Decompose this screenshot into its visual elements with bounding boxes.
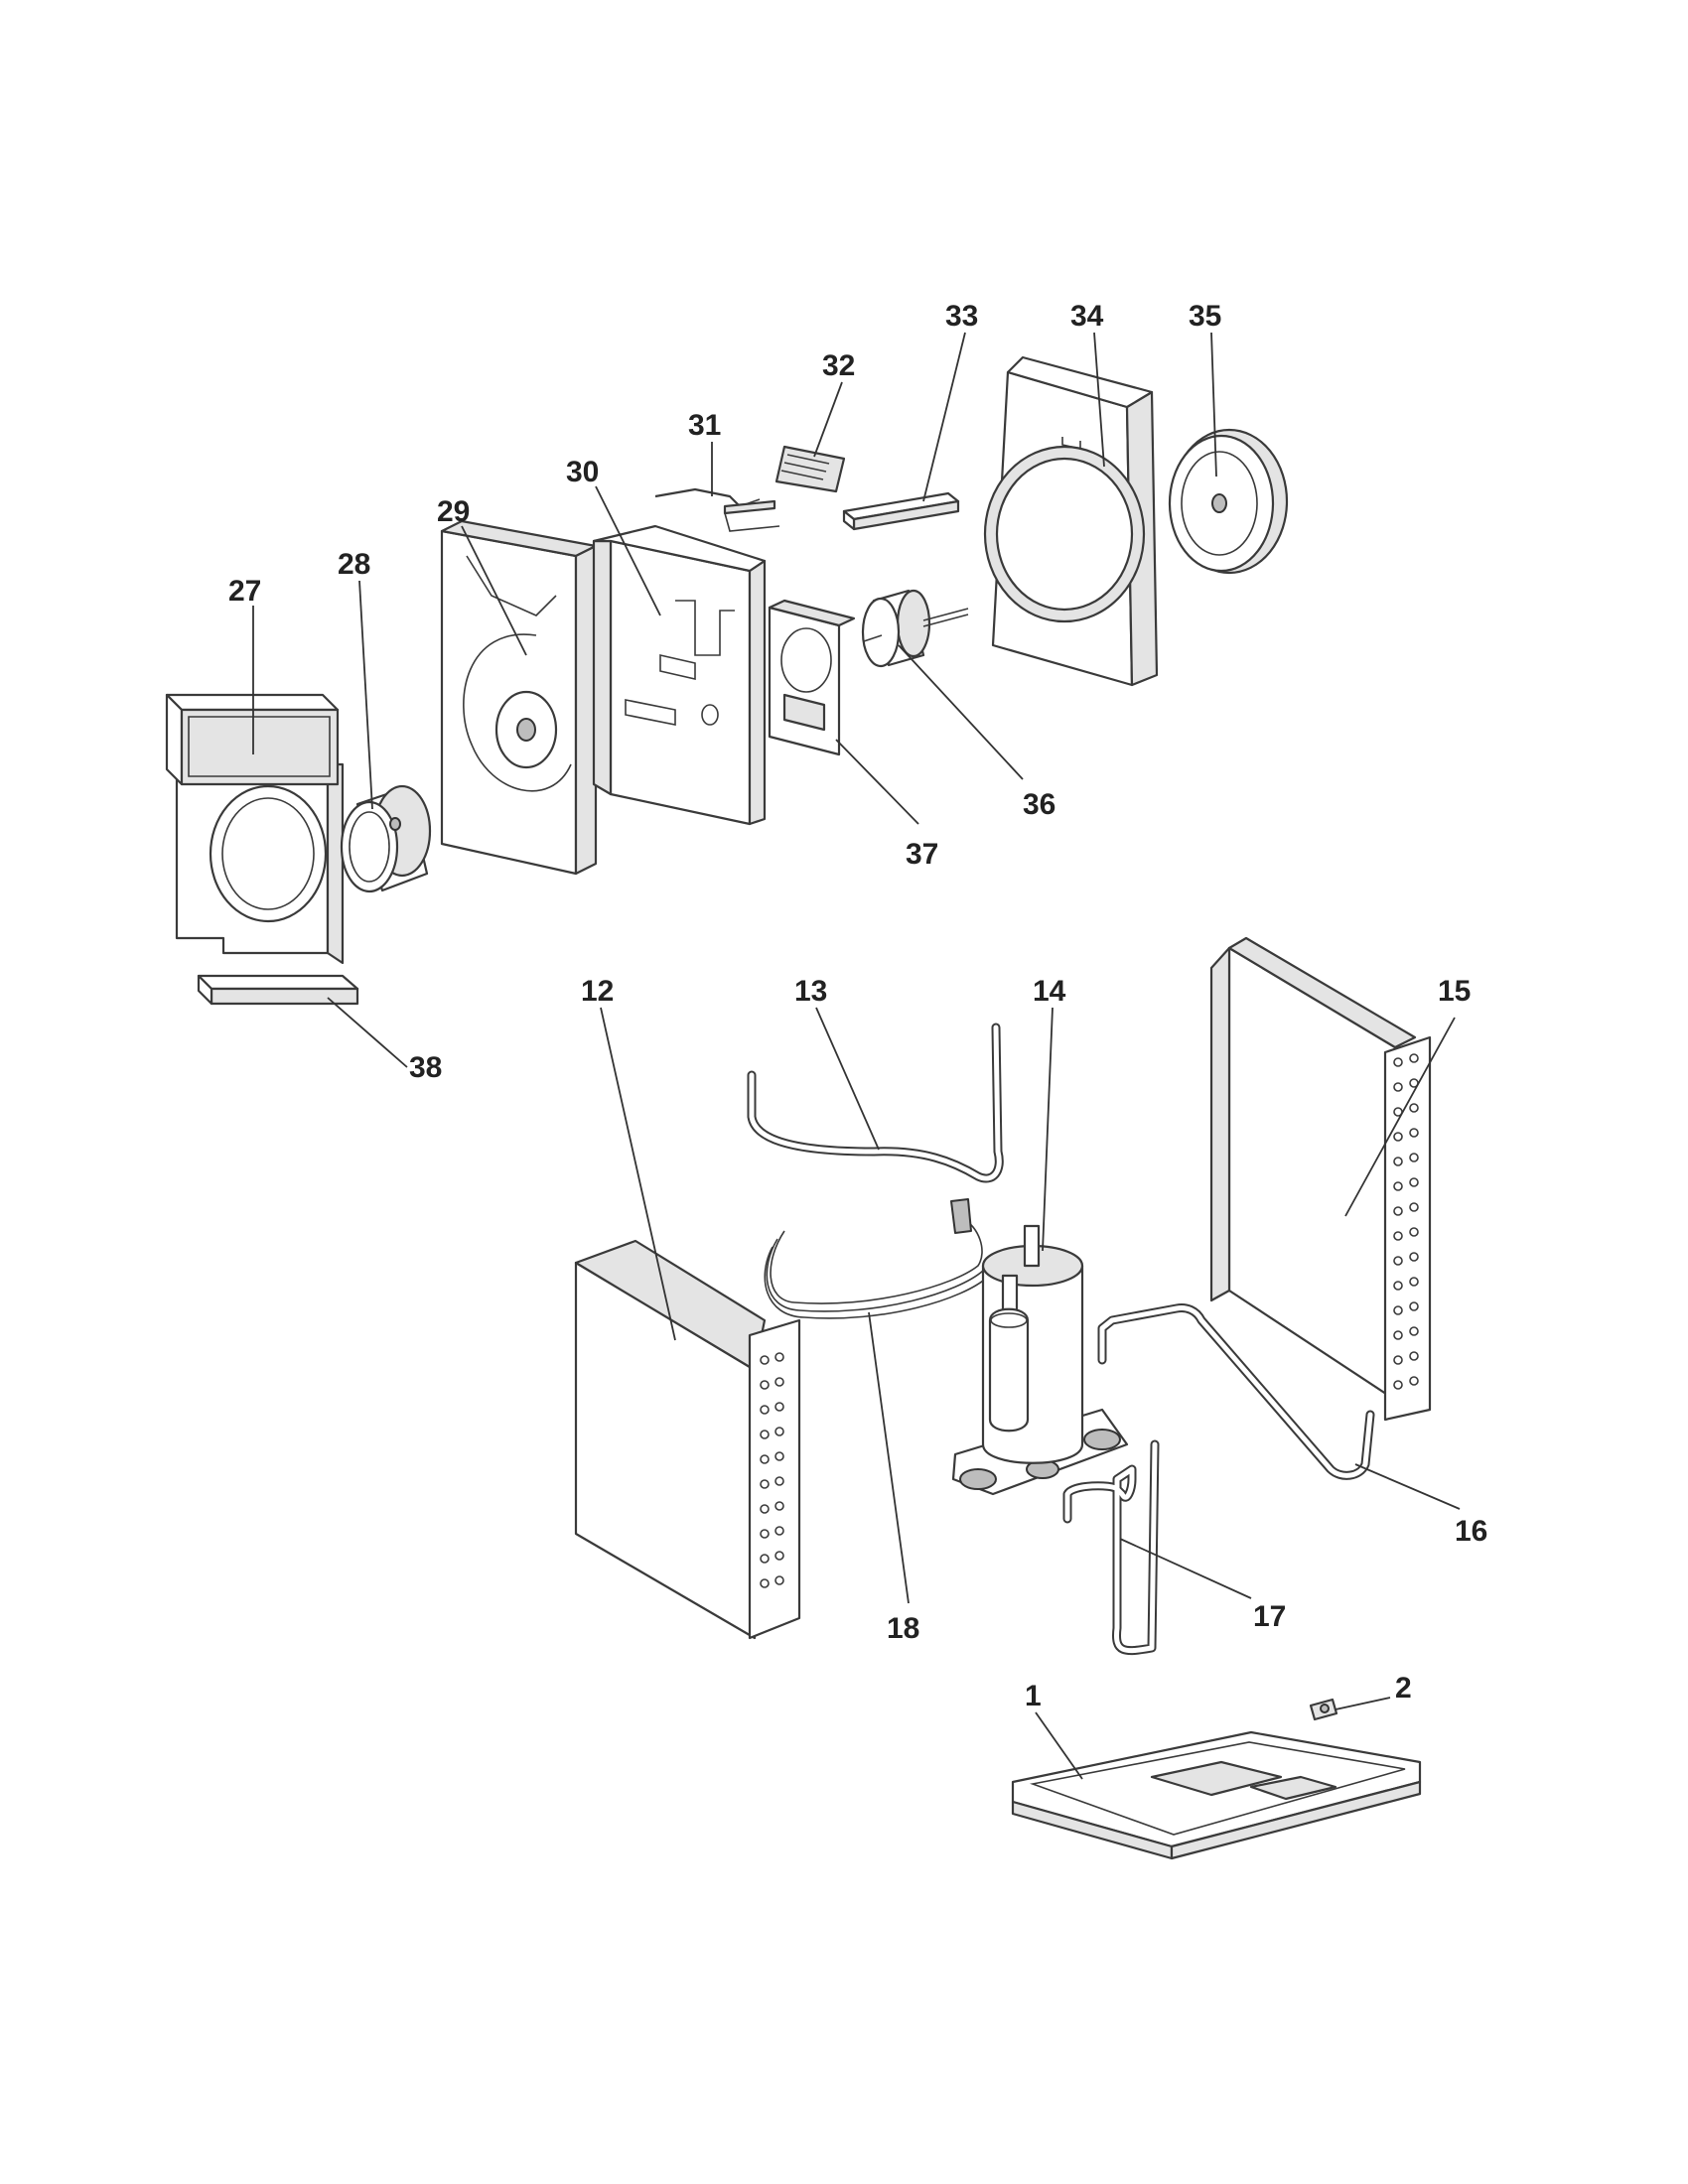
callout-33: 33 [945,300,978,333]
coil-12-tube-ends [760,1352,784,1588]
part-18-harness [764,1198,989,1319]
callout-35: 35 [1189,300,1221,333]
part-13-suction-tube [747,1023,1004,1183]
leader-30 [595,485,661,616]
part-32-control-board [774,445,846,493]
part-36-fan-motor [861,589,969,668]
leader-34 [1093,332,1105,468]
callout-labels: 27 28 29 30 31 32 33 34 35 36 37 38 12 1… [228,300,1487,1712]
callout-29: 29 [437,495,470,528]
part-34-orifice-panel [983,355,1159,687]
leader-35 [1210,332,1217,478]
leader-lines [252,332,1461,1780]
part-28-blower-wheel [340,784,432,893]
leader-17 [1119,1538,1252,1599]
callout-31: 31 [688,409,721,442]
callout-28: 28 [338,548,370,581]
part-15-condenser-coil [1209,936,1432,1422]
part-12-evaporator-coil [574,1239,801,1640]
part-38-tray [197,974,359,1006]
callout-16: 16 [1455,1515,1487,1548]
callout-17: 17 [1253,1600,1286,1633]
leader-29 [461,525,527,656]
callout-18: 18 [887,1612,919,1645]
leader-36 [898,644,1024,780]
part-17-capillary-tube [1062,1439,1160,1655]
leader-38 [327,997,408,1068]
leader-37 [835,739,919,825]
leader-33 [922,332,966,502]
callout-1: 1 [1025,1680,1042,1712]
part-16-discharge-tube [1097,1303,1375,1480]
callout-2: 2 [1395,1672,1412,1705]
callout-38: 38 [409,1051,442,1084]
leader-32 [813,381,843,458]
callout-34: 34 [1070,300,1104,333]
leader-15 [1344,1017,1456,1217]
leader-14 [1042,1007,1054,1252]
leader-12 [600,1007,676,1341]
leader-28 [358,580,373,810]
callout-13: 13 [794,975,827,1008]
part-2-clip [1309,1698,1338,1721]
part-29-scroll-shroud [440,519,598,876]
callout-32: 32 [822,349,855,382]
callout-14: 14 [1033,975,1066,1008]
leader-18 [868,1311,910,1604]
part-14-compressor [951,1224,1129,1496]
callout-37: 37 [906,838,938,871]
part-1-base-pan [1011,1730,1422,1860]
coil-15-tube-ends [1393,1053,1419,1390]
callout-12: 12 [581,975,614,1008]
callout-30: 30 [566,456,599,488]
part-27-blower-housing [165,693,345,965]
leader-16 [1354,1463,1461,1510]
part-30-partition-panel [592,524,767,826]
callout-36: 36 [1023,788,1055,821]
leader-13 [815,1007,880,1151]
part-33-cover-strip [842,491,960,531]
callout-15: 15 [1438,975,1471,1008]
leader-1 [1035,1711,1083,1780]
part-37-bracket-plate [768,599,856,756]
part-31-bracket [654,487,780,532]
callout-27: 27 [228,575,261,608]
leader-2 [1335,1697,1391,1710]
part-35-fan-blade [1168,428,1289,575]
